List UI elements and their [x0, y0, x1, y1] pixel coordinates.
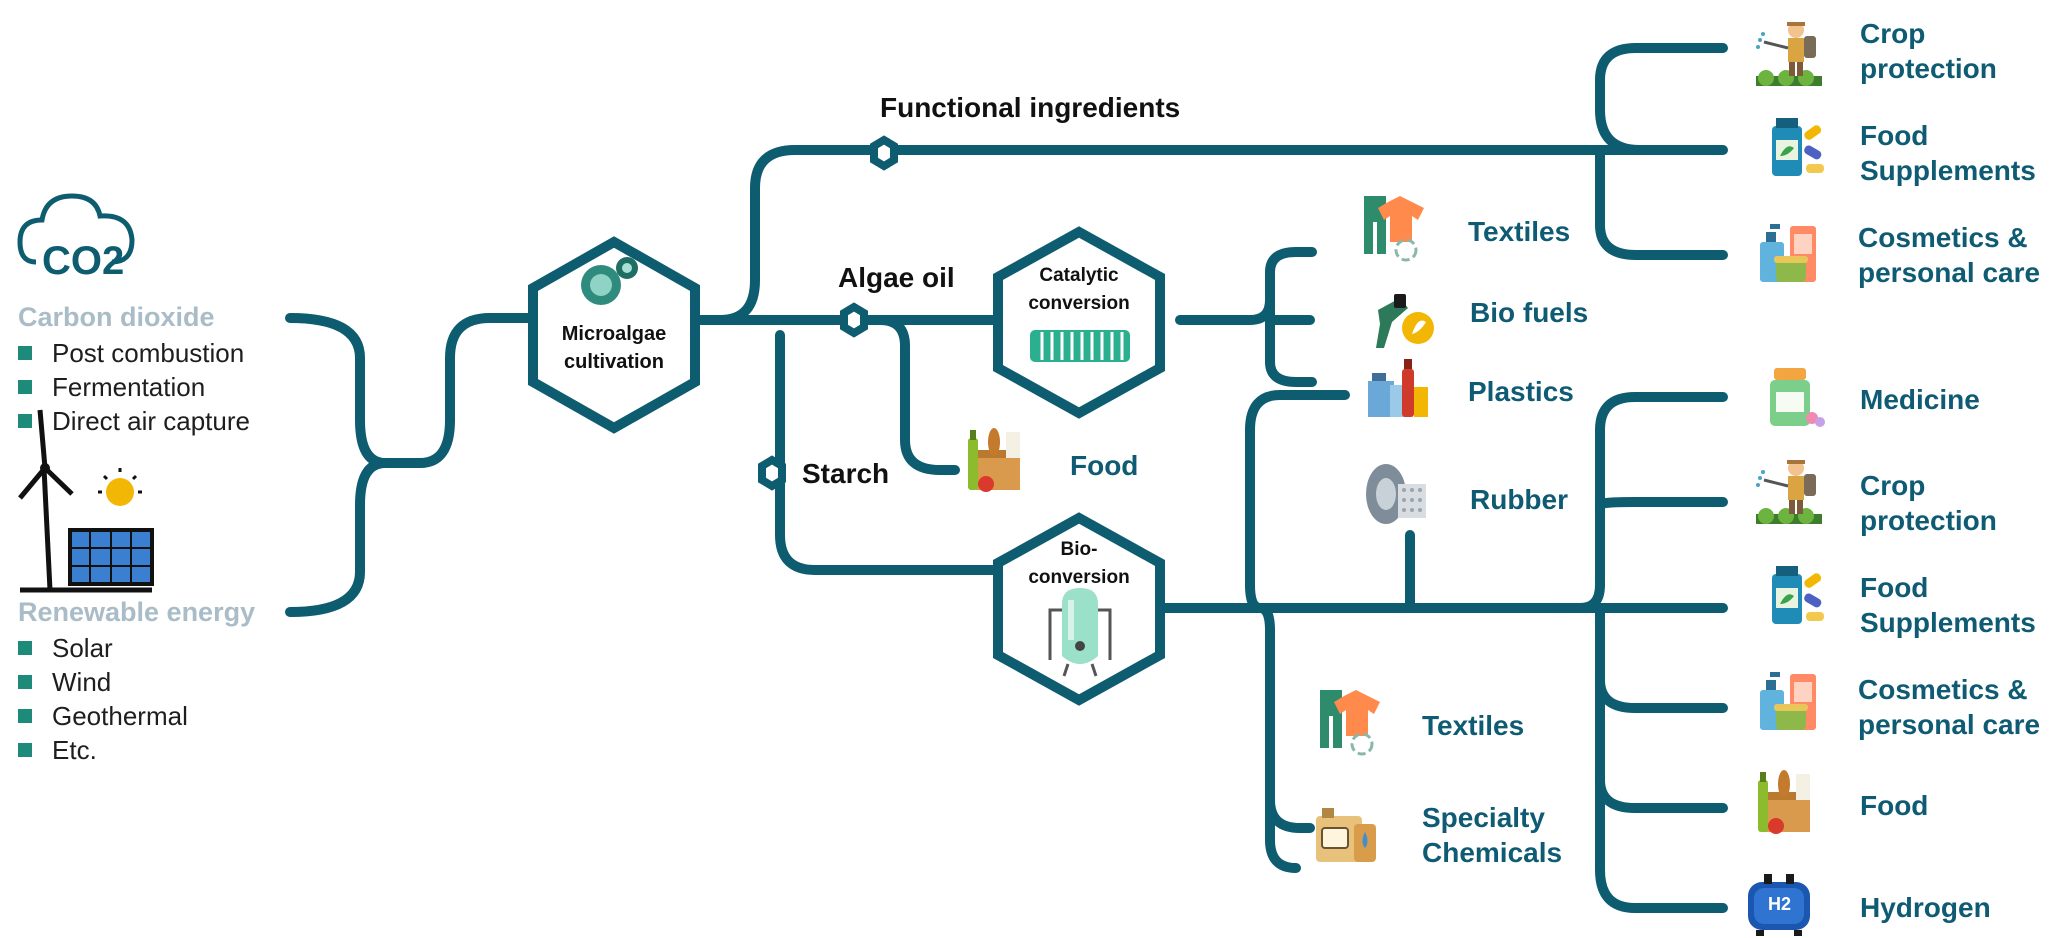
product-food: Food — [1070, 450, 1139, 481]
h2-icon-text: H2 — [1768, 894, 1791, 914]
product-cosmetics: Cosmetics &personal care — [1858, 674, 2041, 740]
bullet-marker — [18, 709, 32, 723]
bullet-marker — [18, 675, 32, 689]
chemical-canisters-icon — [1315, 807, 1377, 863]
starch-node — [758, 455, 786, 491]
functional-ingredients-label: Functional ingredients — [880, 92, 1181, 123]
product-rubber: Rubber — [1470, 484, 1568, 515]
microalgae-cells-icon — [581, 257, 638, 305]
clothes-recycle-icon — [1318, 688, 1382, 756]
cosmetics-icon — [1760, 224, 1816, 282]
cultivation-hex — [528, 236, 700, 434]
bullet-marker — [18, 380, 32, 394]
algae-oil-label: Algae oil — [838, 262, 955, 293]
carbon-dioxide-title: Carbon dioxide — [18, 302, 215, 332]
supplements-bottle-icon — [1772, 118, 1824, 176]
energy-source-item: Solar — [18, 633, 113, 664]
bioconversion-label: Bio-conversion — [1028, 539, 1130, 588]
carbon-source-item: Post combustion — [18, 338, 244, 369]
starch-label: Starch — [802, 458, 890, 489]
bullet-marker — [18, 743, 32, 757]
plastic-bottles-icon — [1368, 359, 1428, 417]
functional-ingredients-node — [870, 135, 898, 171]
product-plastics: Plastics — [1468, 376, 1574, 407]
cosmetics-icon — [1760, 672, 1816, 730]
co2-text: CO2 — [42, 239, 124, 283]
bullet-marker — [18, 414, 32, 428]
bullet-marker — [18, 346, 32, 360]
algae-oil-node — [840, 302, 868, 338]
grocery-bag-icon — [968, 428, 1020, 492]
tire-icon — [1366, 464, 1426, 524]
renewable-energy-title: Renewable energy — [18, 597, 256, 627]
bullet-marker — [18, 641, 32, 655]
product-cosmetics: Cosmetics &personal care — [1858, 222, 2041, 288]
product-food: Food — [1860, 790, 1929, 821]
branch-markers — [758, 135, 898, 491]
supplements-bottle-icon — [1772, 566, 1824, 624]
product-bio-fuels: Bio fuels — [1470, 297, 1589, 328]
energy-source-item: Wind — [18, 667, 111, 698]
clothes-recycle-icon — [1362, 194, 1426, 262]
product-textiles: Textiles — [1422, 710, 1525, 741]
farmer-spraying-icon — [1754, 458, 1824, 526]
fermenter-tank-icon — [1048, 588, 1112, 677]
energy-source-item: Etc. — [18, 735, 97, 766]
product-medicine: Medicine — [1860, 384, 1980, 415]
catalytic-hex — [993, 226, 1165, 419]
product-hydrogen: Hydrogen — [1860, 892, 1991, 923]
energy-source-item: Geothermal — [18, 701, 188, 732]
farmer-spraying-icon — [1754, 20, 1824, 88]
medicine-bottle-icon — [1770, 368, 1825, 427]
carbon-source-item: Direct air capture — [18, 406, 250, 437]
reactor-icon — [1030, 330, 1130, 362]
product-textiles: Textiles — [1468, 216, 1571, 247]
wind-solar-icon — [18, 409, 154, 593]
fuel-nozzle-icon — [1376, 294, 1434, 348]
carbon-source-item: Fermentation — [18, 372, 205, 403]
co2-cloud-icon: CO2 — [17, 193, 135, 283]
grocery-bag-icon — [1758, 770, 1810, 834]
